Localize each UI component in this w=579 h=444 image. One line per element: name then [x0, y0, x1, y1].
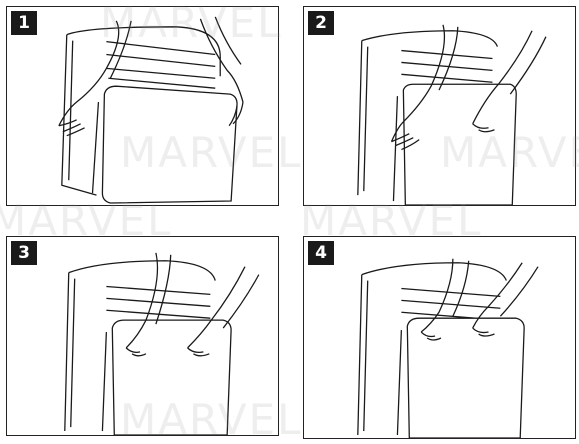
illustration-reattach-front-panel — [357, 258, 539, 438]
illustration-align-front-panel — [64, 252, 260, 435]
step-panel-3: 3 — [6, 236, 279, 436]
step-number-badge: 2 — [308, 11, 334, 35]
illustration-lift-front-panel — [58, 16, 244, 204]
step-panel-2: 2 — [303, 6, 576, 206]
step-number-badge: 1 — [11, 11, 37, 35]
step-number-badge: 3 — [11, 241, 37, 265]
step-panel-4: 4 — [303, 236, 576, 439]
illustration-remove-front-panel — [357, 24, 547, 205]
step-panel-1: 1 — [6, 6, 279, 206]
step-number-badge: 4 — [308, 241, 334, 265]
